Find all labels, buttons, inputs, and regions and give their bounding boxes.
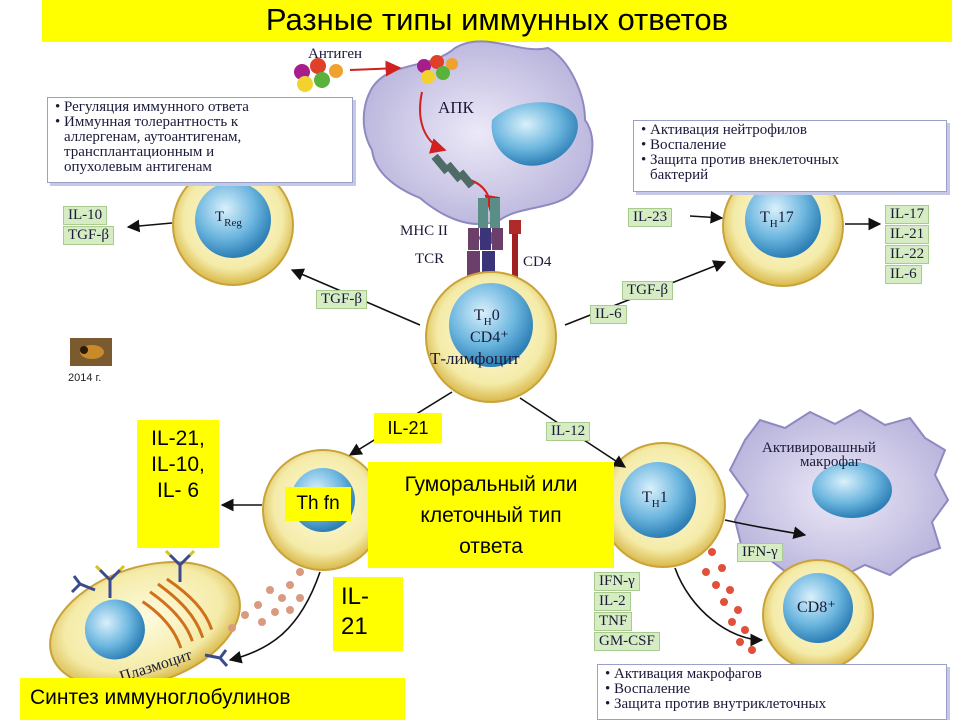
page-title: Разные типы иммунных ответов bbox=[265, 2, 729, 37]
antigen-label: Антиген bbox=[308, 46, 362, 62]
immunoglobulin-synthesis-label: Синтез иммуноглобулинов bbox=[20, 678, 405, 720]
th0-line3: Т-лимфоцит bbox=[430, 349, 520, 368]
treg-note-line: аллергенам, аутоантигенам, bbox=[64, 129, 242, 145]
il6-label: IL-6 bbox=[590, 305, 627, 324]
secretion-dots bbox=[228, 568, 304, 632]
title-bar bbox=[42, 0, 952, 42]
th1-note-line: Активация макрофагов bbox=[605, 667, 940, 683]
tfh-label: Th fn bbox=[285, 487, 351, 521]
cytokine-label: IL-2 bbox=[594, 592, 631, 611]
treg-cytokine-list: IL-10 TGF-β bbox=[63, 206, 114, 246]
tfh-cytokine: IL- 6 bbox=[156, 479, 200, 502]
cd4-label: CD4 bbox=[523, 254, 552, 270]
th0-line2: CD4⁺ bbox=[470, 329, 509, 346]
cd8-label: CD8⁺ bbox=[797, 599, 836, 616]
il21-lower-line: IL- bbox=[341, 583, 370, 610]
treg-nucleus bbox=[195, 182, 271, 258]
cytokine-label: IL-17 bbox=[885, 205, 930, 224]
cd8-nucleus bbox=[783, 573, 853, 643]
thumbnail-image bbox=[70, 338, 112, 366]
th17-note-line: бактерий bbox=[650, 167, 709, 183]
arrow-th1-macrophage bbox=[724, 519, 807, 540]
tfh-cytokine-list: IL-21, IL-10, IL- 6 bbox=[137, 420, 219, 548]
apc-label: АПК bbox=[438, 98, 475, 117]
response-type-line: клеточный тип bbox=[420, 504, 562, 527]
arrow-th1-cd8 bbox=[674, 567, 764, 647]
antibody-icon bbox=[70, 549, 229, 667]
macrophage-nucleus bbox=[812, 462, 892, 518]
treg-note-line: трансплантационным и bbox=[64, 144, 215, 160]
treg-note-line: Иммунная толерантность к bbox=[55, 115, 346, 131]
il21-lower-line: 21 bbox=[341, 613, 368, 640]
apc-cell bbox=[362, 40, 594, 225]
th1-label: TH1 bbox=[642, 489, 668, 510]
th1-function-note: Активация макрофагов Воспаление Защита п… bbox=[597, 664, 947, 720]
th17-cytokine-list: IL-17 IL-21 IL-22 IL-6 bbox=[885, 205, 930, 285]
cytokine-label: TNF bbox=[594, 612, 633, 631]
arrow-tfh-plasma bbox=[228, 571, 321, 664]
th1-note-line: Защита против внутриклеточных bbox=[605, 697, 940, 713]
treg-label: TReg bbox=[215, 209, 242, 229]
cytokine-label: IL-22 bbox=[885, 245, 930, 264]
il23-label: IL-23 bbox=[628, 208, 673, 227]
thumbnail-year: 2014 г. bbox=[68, 372, 101, 384]
th1-note-line: Воспаление bbox=[605, 682, 940, 698]
macrophage-label-2: макрофаг bbox=[800, 454, 861, 470]
response-type-line: Гуморальный или bbox=[404, 473, 578, 496]
tfh-cytokine: IL-10, bbox=[151, 453, 205, 476]
il21-lower-label: IL- 21 bbox=[333, 577, 403, 651]
macrophage-label-1: Активировашный bbox=[762, 440, 876, 456]
tcr-label: TCR bbox=[415, 251, 444, 267]
th0-line1: TH0 bbox=[474, 307, 500, 328]
th17-nucleus bbox=[745, 182, 821, 258]
cytokine-label: IFN-γ bbox=[594, 572, 640, 591]
th17-function-note: Активация нейтрофилов Воспаление Защита … bbox=[633, 120, 947, 192]
treg-function-note: Регуляция иммунного ответа Иммунная толе… bbox=[47, 97, 353, 183]
cytokine-label: TGF-β bbox=[63, 226, 114, 245]
il21-center-label: IL-21 bbox=[374, 413, 442, 443]
th1-secretion-dots bbox=[702, 548, 756, 654]
treg-note-line: Регуляция иммунного ответа bbox=[55, 100, 346, 116]
peptide-fragment-icon bbox=[431, 153, 475, 189]
cytokine-label: IL-6 bbox=[885, 265, 922, 284]
tgf-beta-left-label: TGF-β bbox=[316, 290, 367, 309]
th1-nucleus bbox=[620, 462, 696, 538]
ifn-gamma-macrophage-label: IFN-γ bbox=[737, 543, 783, 562]
arrow-il23-th17 bbox=[689, 210, 724, 224]
apc-nucleus bbox=[491, 102, 578, 166]
cytokine-label: GM-CSF bbox=[594, 632, 660, 651]
th17-note-line: Защита против внеклеточных bbox=[641, 153, 940, 169]
antigen-on-apc-icon bbox=[417, 55, 458, 84]
mhc-tcr-receptor-icon bbox=[467, 198, 521, 279]
th0-nucleus bbox=[449, 283, 533, 367]
processing-arrow bbox=[419, 91, 447, 154]
mhc-label: МНС II bbox=[400, 223, 448, 239]
arrow-treg-cytokines bbox=[126, 219, 173, 233]
cytokine-label: IL-10 bbox=[63, 206, 108, 225]
antigen-icon bbox=[294, 58, 343, 92]
antigen-arrow bbox=[349, 60, 402, 77]
th17-note-line: Воспаление bbox=[641, 138, 940, 154]
th17-label: TH17 bbox=[760, 209, 794, 230]
tgf-beta-right-label: TGF-β bbox=[622, 281, 673, 300]
response-type-box: Гуморальный или клеточный тип ответа bbox=[368, 462, 614, 568]
il12-label: IL-12 bbox=[546, 422, 591, 441]
response-type-line: ответа bbox=[459, 535, 523, 558]
treg-note-line: опухолевым антигенам bbox=[64, 159, 212, 175]
cytokine-label: IL-21 bbox=[885, 225, 930, 244]
tfh-cytokine: IL-21, bbox=[151, 427, 205, 450]
th17-note-line: Активация нейтрофилов bbox=[641, 123, 940, 139]
th1-cytokine-list: IFN-γ IL-2 TNF GM-CSF bbox=[594, 572, 660, 652]
